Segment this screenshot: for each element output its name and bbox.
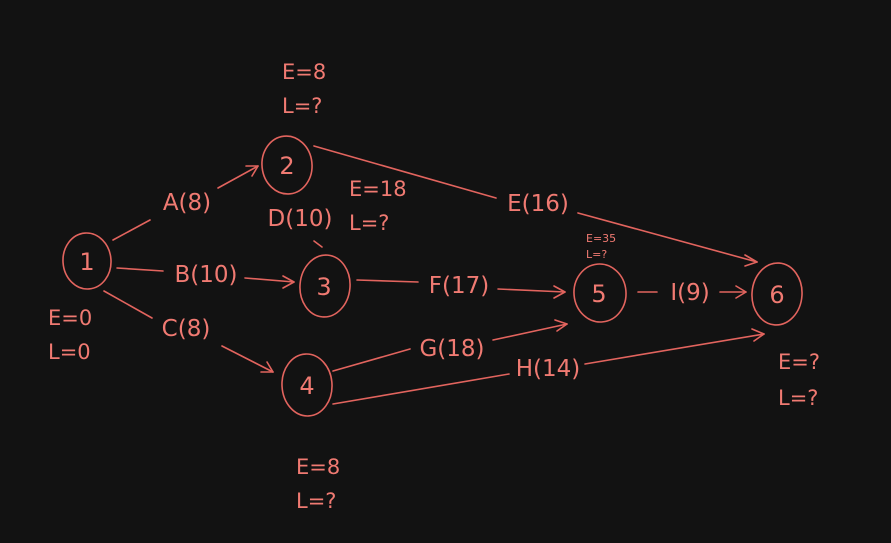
node-2-latest: L=? xyxy=(282,94,322,118)
node-label-2: 2 xyxy=(279,152,294,180)
edge-g: G(18) xyxy=(332,319,568,372)
node-2: 2 xyxy=(261,135,313,195)
edge-label-h: H(14) xyxy=(516,356,581,382)
annotation-node-1: E=0 L=0 xyxy=(48,306,92,364)
arrow-head-icon xyxy=(313,240,323,248)
edge-b: B(10) xyxy=(116,262,295,289)
edge-label-g: G(18) xyxy=(419,336,484,362)
edge-e: E(16) xyxy=(313,145,758,267)
edge-label-c: C(8) xyxy=(162,316,211,342)
edge-label-i: I(9) xyxy=(670,280,709,306)
node-1: 1 xyxy=(62,232,112,290)
edge-label-e: E(16) xyxy=(507,191,569,217)
edge-label-f: F(17) xyxy=(429,273,489,299)
node-label-5: 5 xyxy=(591,280,606,308)
edge-label-b: B(10) xyxy=(175,262,238,288)
node-4-latest: L=? xyxy=(296,489,336,513)
annotation-node-6: E=? L=? xyxy=(778,350,820,410)
node-4: 4 xyxy=(281,353,333,417)
edge-i: I(9) xyxy=(637,280,747,306)
annotation-node-2: E=8 L=? xyxy=(282,60,326,118)
annotation-node-3: E=18 L=? xyxy=(349,177,407,235)
node-1-latest: L=0 xyxy=(48,340,91,364)
edge-f: F(17) xyxy=(356,273,566,299)
annotation-node-4: E=8 L=? xyxy=(296,455,340,513)
node-label-3: 3 xyxy=(316,273,331,301)
arrow-head-icon xyxy=(282,275,295,289)
arrow-head-icon xyxy=(744,254,758,267)
arrow-head-icon xyxy=(245,165,259,177)
edge-d: D(10) xyxy=(268,206,333,248)
node-4-earliest: E=8 xyxy=(296,455,340,479)
node-6-earliest: E=? xyxy=(778,350,820,374)
node-3-earliest: E=18 xyxy=(349,177,407,201)
edge-c: C(8) xyxy=(103,290,274,373)
annotation-node-5: E=35 L=? xyxy=(586,232,616,261)
arrow-head-icon xyxy=(735,285,747,299)
node-label-6: 6 xyxy=(769,281,784,309)
node-6: 6 xyxy=(751,262,803,326)
arrow-head-icon xyxy=(553,285,566,299)
node-label-4: 4 xyxy=(299,372,314,400)
node-5-earliest: E=35 xyxy=(586,232,616,245)
node-5: 5 xyxy=(573,263,627,323)
node-label-1: 1 xyxy=(79,248,94,276)
edge-a: A(8) xyxy=(112,165,259,241)
node-3-latest: L=? xyxy=(349,211,389,235)
node-1-earliest: E=0 xyxy=(48,306,92,330)
arrow-head-icon xyxy=(751,328,765,342)
arrow-head-icon xyxy=(554,319,568,332)
node-3: 3 xyxy=(299,254,351,318)
edge-label-d: D(10) xyxy=(268,206,333,232)
edge-label-a: A(8) xyxy=(163,190,211,216)
edge-h: H(14) xyxy=(332,328,765,405)
node-5-latest: L=? xyxy=(586,248,607,261)
node-2-earliest: E=8 xyxy=(282,60,326,84)
arrow-head-icon xyxy=(260,361,274,373)
node-6-latest: L=? xyxy=(778,386,818,410)
